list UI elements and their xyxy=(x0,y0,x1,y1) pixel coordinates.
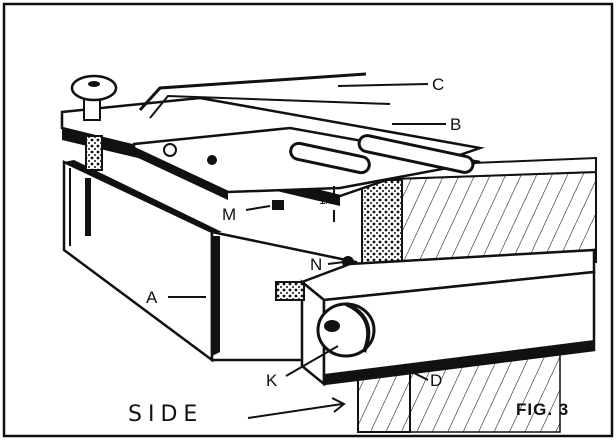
slot-2 xyxy=(357,134,475,174)
label-k: K xyxy=(266,371,278,390)
label-c: C xyxy=(432,75,445,94)
spring-clip-c xyxy=(138,72,391,119)
wood-end-grain xyxy=(361,179,403,271)
guide-plate-b xyxy=(132,126,481,200)
label-n: N xyxy=(310,255,323,274)
slot-1 xyxy=(289,141,371,175)
label-half: 1/2 xyxy=(319,193,336,207)
angle-bracket-a xyxy=(62,160,358,363)
clamp-bar-d xyxy=(299,248,596,387)
label-m: M xyxy=(222,205,237,224)
screw-m xyxy=(272,200,284,210)
leader-lines xyxy=(168,83,446,419)
screw-hole-2 xyxy=(207,155,217,165)
figure-caption: FIG. 3 xyxy=(516,400,570,419)
thumb-screw-k xyxy=(275,281,376,358)
label-b: B xyxy=(450,115,462,134)
screw-hole-1 xyxy=(163,143,177,157)
side-annotation: SIDE xyxy=(128,402,204,427)
label-a: A xyxy=(146,288,158,307)
label-d: D xyxy=(430,371,443,390)
thumb-screw-top xyxy=(70,74,118,171)
